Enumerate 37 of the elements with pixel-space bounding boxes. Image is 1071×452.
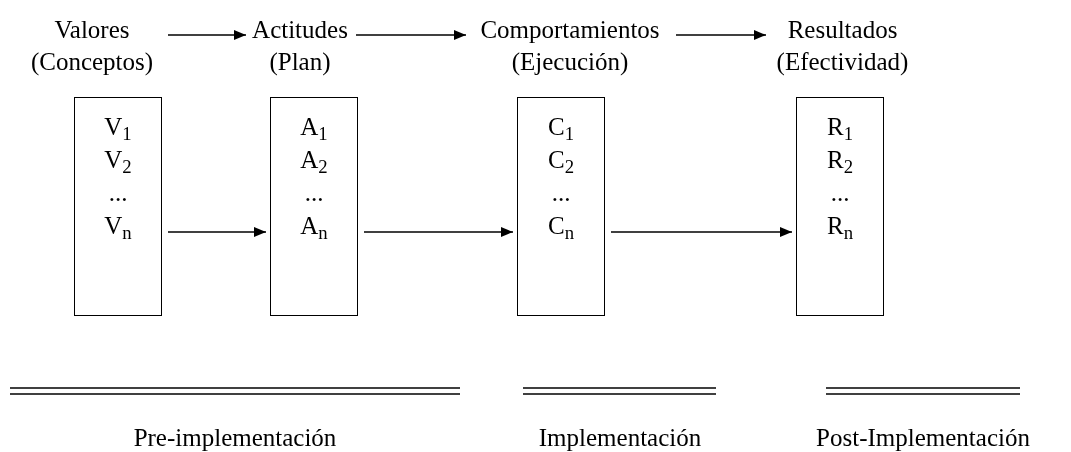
arrow bbox=[167, 30, 247, 40]
list-item: A$_{1}$ bbox=[300, 112, 328, 143]
list-item: R$_{n}$ bbox=[826, 211, 854, 242]
list-item: R$_{2}$ bbox=[826, 145, 854, 176]
heading-text: Comportamientos bbox=[480, 15, 660, 45]
list-box bbox=[74, 97, 162, 316]
subheading-text: (Ejecución) bbox=[511, 47, 629, 77]
arrow bbox=[675, 30, 767, 40]
arrow bbox=[167, 227, 267, 237]
phase-label: Pre-implementación bbox=[133, 423, 337, 452]
list-item: R$_{1}$ bbox=[826, 112, 854, 143]
arrow bbox=[610, 227, 793, 237]
list-item: C$_{1}$ bbox=[547, 112, 575, 143]
phase-label: Implementación bbox=[538, 423, 702, 452]
list-item: ... bbox=[108, 178, 128, 208]
heading-text: Resultados bbox=[787, 15, 898, 45]
list-item: ... bbox=[830, 178, 850, 208]
list-box bbox=[270, 97, 358, 316]
arrow bbox=[355, 30, 467, 40]
list-item: A$_{n}$ bbox=[300, 211, 328, 242]
subheading-text: (Plan) bbox=[269, 47, 331, 78]
list-item: V$_{n}$ bbox=[104, 211, 132, 242]
heading-text: Valores bbox=[54, 15, 130, 45]
subheading-text: (Efectividad) bbox=[776, 47, 909, 78]
list-item: V$_{1}$ bbox=[104, 112, 132, 143]
phase-label: Post-Implementación bbox=[816, 423, 1030, 452]
subheading-text: (Conceptos) bbox=[30, 47, 154, 78]
list-box bbox=[796, 97, 884, 316]
list-item: ... bbox=[551, 178, 571, 208]
list-item: A$_{2}$ bbox=[300, 145, 328, 176]
list-item: C$_{2}$ bbox=[547, 145, 575, 176]
list-item: C$_{n}$ bbox=[547, 211, 575, 242]
list-box bbox=[517, 97, 605, 316]
heading-text: Actitudes bbox=[252, 15, 348, 45]
list-item: ... bbox=[304, 178, 324, 208]
list-item: V$_{2}$ bbox=[104, 145, 132, 176]
arrow bbox=[363, 227, 514, 237]
